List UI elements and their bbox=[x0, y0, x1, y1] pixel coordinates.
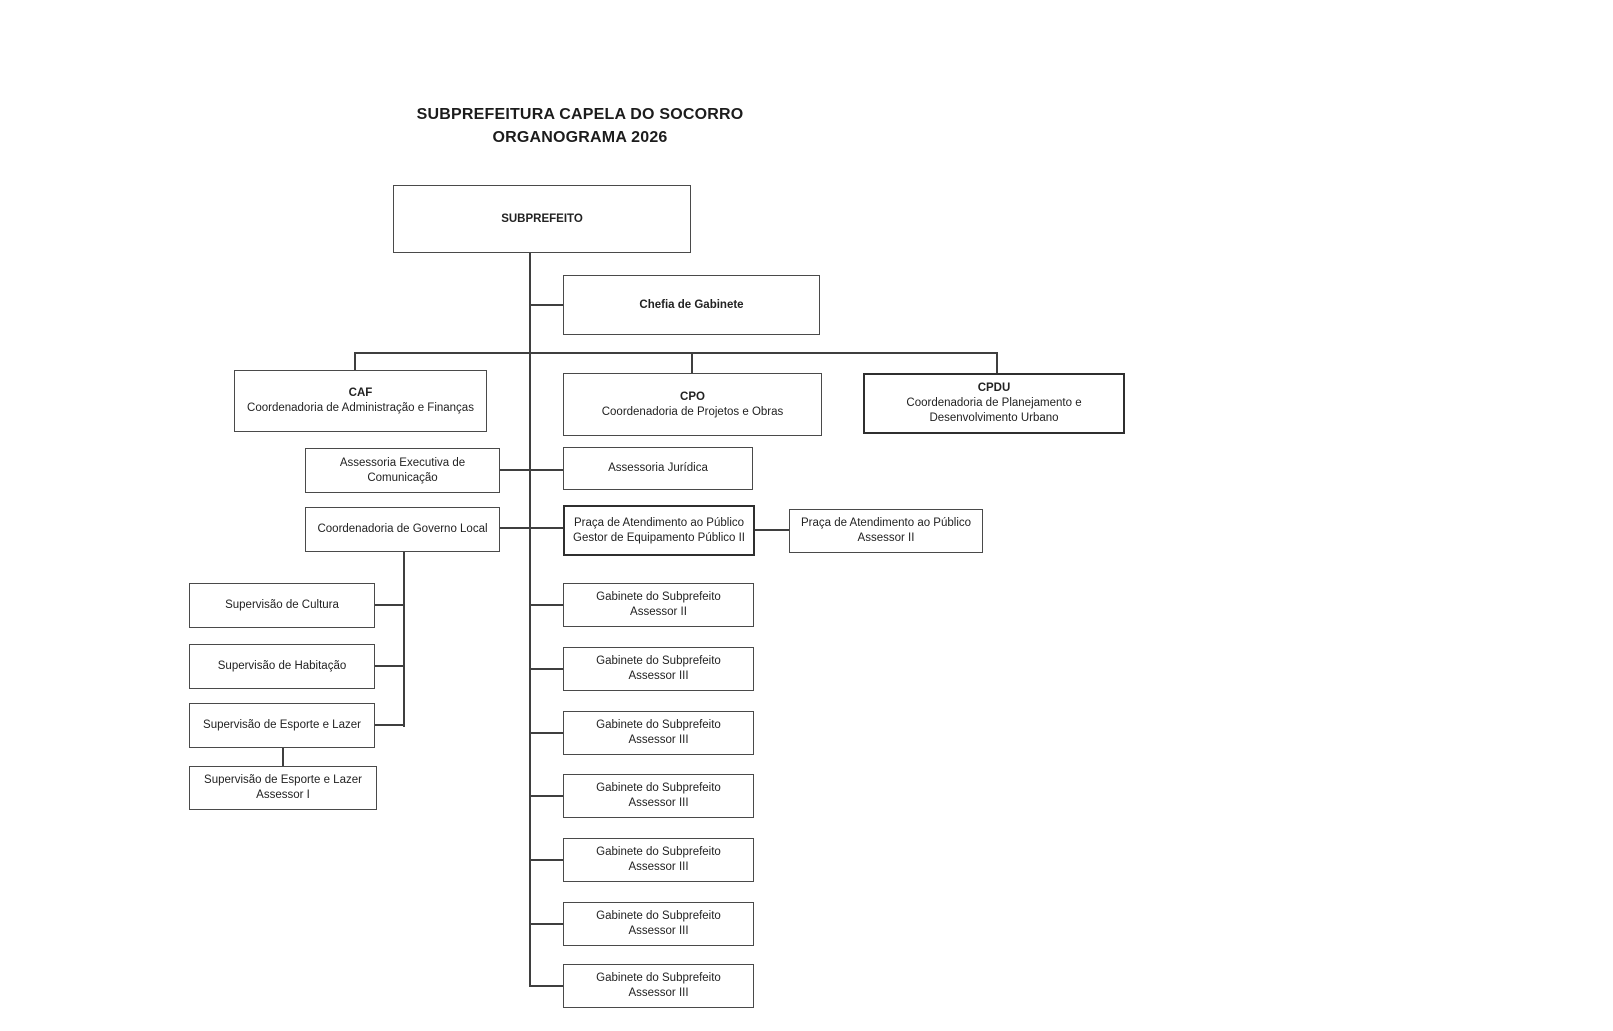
org-node-label: Assessor III bbox=[628, 670, 689, 682]
connector-line bbox=[691, 352, 693, 374]
org-node-label: SUBPREFEITO bbox=[501, 212, 583, 225]
org-node-supervisao-esporte-lazer: Supervisão de Esporte e Lazer bbox=[189, 703, 375, 748]
org-node-label: Assessor III bbox=[628, 797, 689, 809]
org-node-label: Gabinete do Subprefeito bbox=[596, 782, 721, 794]
connector-line bbox=[531, 923, 563, 925]
org-node-cpdu: CPDU Coordenadoria de Planejamento e Dese… bbox=[863, 373, 1125, 434]
org-node-label: Gabinete do Subprefeito bbox=[596, 972, 721, 984]
connector-line bbox=[531, 732, 563, 734]
org-node-label: Gabinete do Subprefeito bbox=[596, 719, 721, 731]
org-node-label: Supervisão de Esporte e Lazer bbox=[203, 719, 361, 731]
org-node-label: Assessor III bbox=[628, 861, 689, 873]
org-node-assessoria-executiva-comunicacao: Assessoria Executiva de Comunicação bbox=[305, 448, 500, 493]
org-node-coordenadoria-governo-local: Coordenadoria de Governo Local bbox=[305, 507, 500, 552]
connector-line bbox=[375, 724, 405, 726]
org-node-label: Assessor III bbox=[628, 987, 689, 999]
org-node-label: Supervisão de Esporte e Lazer bbox=[204, 774, 362, 786]
org-node-label: Gabinete do Subprefeito bbox=[596, 910, 721, 922]
org-node-label: Assessoria Executiva de bbox=[339, 456, 466, 469]
connector-line bbox=[529, 304, 563, 306]
org-node-label: Chefia de Gabinete bbox=[639, 298, 744, 311]
org-node-label: Comunicação bbox=[367, 471, 438, 484]
org-node-label: Assessoria Jurídica bbox=[608, 462, 708, 474]
connector-line bbox=[375, 665, 405, 667]
connector-line bbox=[375, 604, 405, 606]
org-node-label: Gabinete do Subprefeito bbox=[596, 655, 721, 667]
org-node-supervisao-habitacao: Supervisão de Habitação bbox=[189, 644, 375, 689]
connector-line bbox=[354, 352, 998, 354]
org-node-label: Coordenadoria de Projetos e Obras bbox=[601, 405, 784, 418]
org-node-caf: CAF Coordenadoria de Administração e Fina… bbox=[234, 370, 487, 432]
chart-title: SUBPREFEITURA CAPELA DO SOCORRO ORGANOGR… bbox=[300, 103, 860, 149]
org-node-label: Assessor I bbox=[256, 789, 310, 801]
org-node-label: Coordenadoria de Administração e Finança… bbox=[247, 402, 474, 414]
connector-line bbox=[500, 527, 563, 529]
connector-line bbox=[403, 551, 405, 727]
connector-line bbox=[996, 352, 998, 374]
org-node-label: Assessor II bbox=[857, 532, 915, 544]
org-node-label: Gestor de Equipamento Público II bbox=[573, 531, 745, 544]
org-node-label: CAF bbox=[348, 387, 373, 399]
connector-line bbox=[354, 352, 356, 371]
connector-line bbox=[531, 795, 563, 797]
org-node-label: CPDU bbox=[977, 382, 1011, 394]
org-node-supervisao-cultura: Supervisão de Cultura bbox=[189, 583, 375, 628]
org-node-cpo: CPO Coordenadoria de Projetos e Obras bbox=[563, 373, 822, 436]
connector-line bbox=[282, 747, 284, 767]
org-node-chefia-de-gabinete: Chefia de Gabinete bbox=[563, 275, 820, 335]
org-node-label: Coordenadoria de Governo Local bbox=[317, 523, 488, 535]
connector-line bbox=[529, 253, 531, 987]
org-node-label: Gabinete do Subprefeito bbox=[596, 846, 721, 858]
org-node-subprefeito: SUBPREFEITO bbox=[393, 185, 691, 253]
chart-title-line1: SUBPREFEITURA CAPELA DO SOCORRO bbox=[416, 106, 744, 123]
org-node-assessoria-juridica: Assessoria Jurídica bbox=[563, 447, 753, 490]
org-node-label: Praça de Atendimento ao Público bbox=[800, 517, 972, 529]
org-node-label: Supervisão de Cultura bbox=[225, 599, 339, 611]
org-node-label: Assessor II bbox=[630, 606, 687, 618]
connector-line bbox=[531, 859, 563, 861]
org-node-label: Gabinete do Subprefeito bbox=[596, 591, 721, 603]
org-node-label: Assessor III bbox=[628, 734, 689, 746]
connector-line bbox=[531, 604, 563, 606]
org-node-label: Supervisão de Habitação bbox=[217, 660, 347, 672]
connector-line bbox=[531, 985, 563, 987]
connector-line bbox=[500, 469, 563, 471]
chart-title-line2: ORGANOGRAMA 2026 bbox=[492, 129, 668, 146]
connector-line bbox=[531, 668, 563, 670]
org-node-label: Praça de Atendimento ao Público bbox=[573, 516, 745, 529]
org-node-label: Coordenadoria de Planejamento e Desenvol… bbox=[906, 397, 1082, 424]
org-node-label: Assessor III bbox=[628, 925, 689, 937]
org-node-label: CPO bbox=[680, 390, 705, 403]
connector-line bbox=[755, 529, 789, 531]
